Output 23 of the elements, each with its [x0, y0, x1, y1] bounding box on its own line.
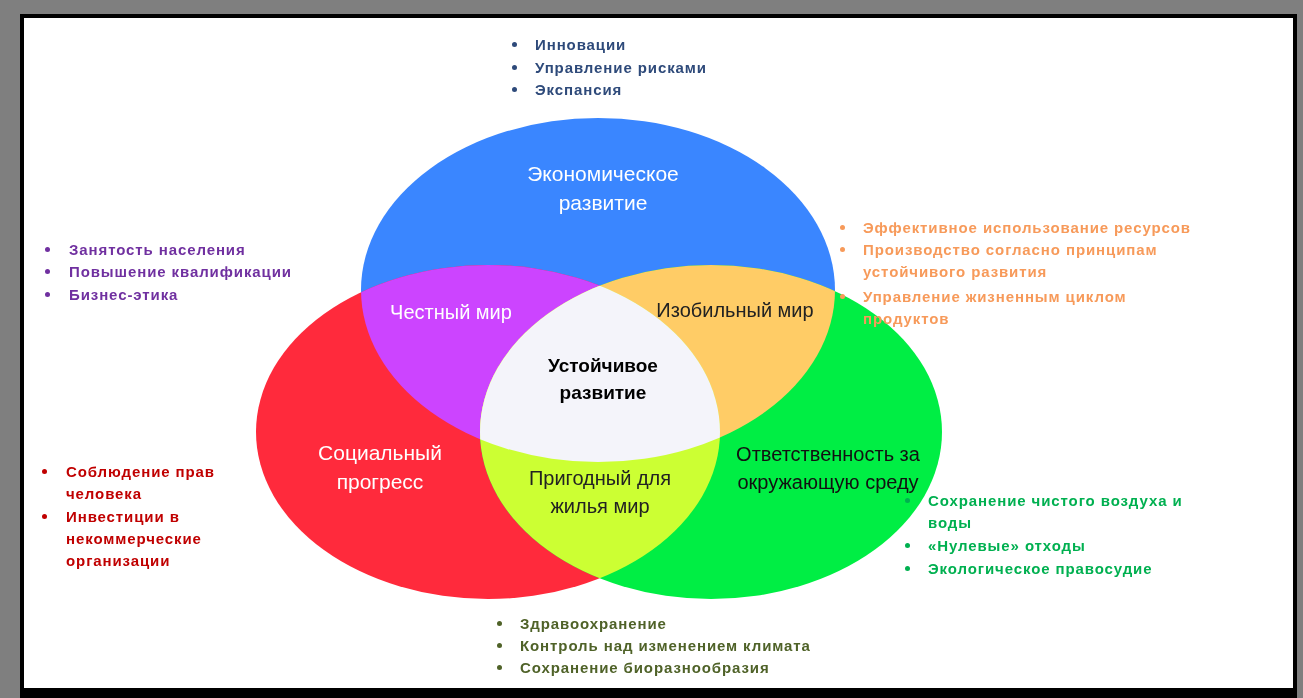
bullet-item: Бизнес-этика — [69, 285, 180, 305]
bullet-item: Инвестиции в некоммерческие организации — [66, 507, 203, 571]
circle-label: Ответственность за окружающую среду — [735, 442, 921, 495]
circle-label: Экономическое развитие — [526, 160, 680, 216]
bullet-item: Инновации — [535, 35, 628, 55]
bullet-item: «Нулевые» отходы — [928, 536, 1087, 556]
region-label: Изобильный мир — [655, 298, 815, 323]
bullet-item: Здравоохранение — [520, 614, 668, 634]
region-label: Устойчивое развитие — [547, 354, 659, 405]
bullet-item: Сохранение биоразнообразия — [520, 658, 771, 678]
bullet-item: Сохранение чистого воздуха и воды — [928, 491, 1184, 533]
bullet-item: Занятость населения — [69, 240, 247, 260]
bullet-item: Эффективное использование ресурсов — [863, 218, 1192, 238]
bullet-item: Управление рисками — [535, 58, 708, 78]
bullet-item: Производство согласно принципам устойчивого развития — [863, 240, 1159, 282]
region-label: Пригодный для жилья мир — [527, 466, 673, 519]
bullet-item: Соблюдение прав человека — [66, 462, 216, 504]
circle-label: Социальный прогресс — [317, 439, 443, 495]
bullet-item: Повышение квалификации — [69, 262, 293, 282]
bullet-item: Экологическое правосудие — [928, 559, 1154, 579]
bullet-item: Контроль над изменением климата — [520, 636, 812, 656]
region-label: Честный мир — [389, 300, 513, 325]
bullet-item: Экспансия — [535, 80, 624, 100]
